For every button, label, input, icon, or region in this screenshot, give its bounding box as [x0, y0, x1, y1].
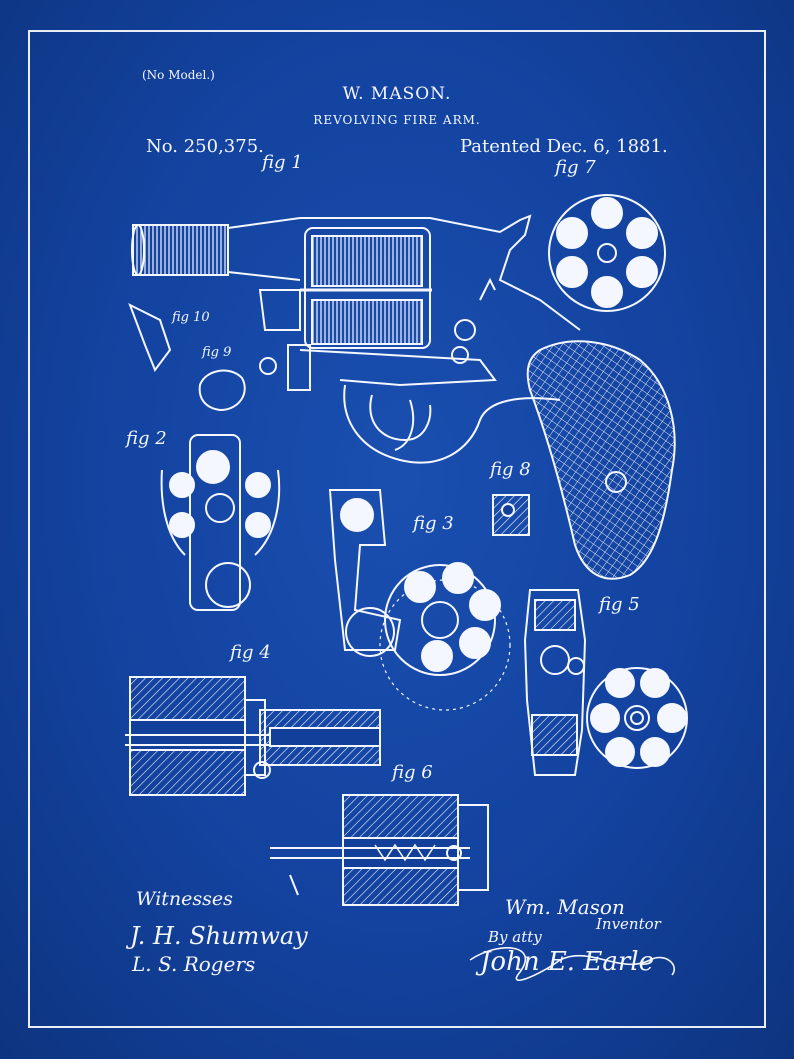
fig4-label: fig 4 [230, 642, 271, 663]
fig2-label: fig 2 [126, 428, 167, 449]
fig6-section-view [270, 794, 489, 906]
witness-2-signature: L. S. Rogers [132, 952, 256, 976]
witnesses-label: Witnesses [136, 888, 233, 910]
fig3-label: fig 3 [413, 513, 454, 534]
inventor-name: W. MASON. [342, 84, 452, 104]
witness-1-signature: J. H. Shumway [130, 922, 308, 950]
fig8-label: fig 8 [490, 459, 531, 480]
inventor-role-label: Inventor [596, 915, 661, 933]
fig10-label: fig 10 [172, 310, 210, 325]
attorney-prefix: By atty [488, 928, 542, 946]
sheet-border [28, 30, 766, 1028]
fig5-frame-view [523, 589, 688, 776]
fig9-part [198, 369, 246, 412]
fig1-revolver [131, 214, 581, 464]
fig9-label: fig 9 [202, 345, 232, 360]
fig4-section-view [125, 676, 381, 796]
fig6-label: fig 6 [392, 762, 433, 783]
inventor-signature: Wm. Mason [505, 895, 625, 919]
grip-screw [605, 471, 627, 493]
fig7-label: fig 7 [555, 157, 596, 178]
fig10-part [128, 302, 172, 373]
fig3-lever-view [328, 489, 511, 711]
no-model-label: (No Model.) [142, 68, 215, 82]
attorney-signature: John E. Earle [480, 947, 654, 977]
attorney-flourish [469, 947, 675, 981]
patent-number: No. 250,375. [146, 136, 264, 157]
fig7-cylinder-view [548, 194, 666, 312]
fig8-part [492, 494, 530, 536]
fig2-side-view [160, 434, 281, 611]
revolver-grip [526, 340, 676, 580]
patent-title: REVOLVING FIRE ARM. [313, 113, 481, 127]
fig1-label: fig 1 [262, 152, 303, 173]
patent-date: Patented Dec. 6, 1881. [460, 136, 668, 157]
fig5-label: fig 5 [599, 594, 640, 615]
